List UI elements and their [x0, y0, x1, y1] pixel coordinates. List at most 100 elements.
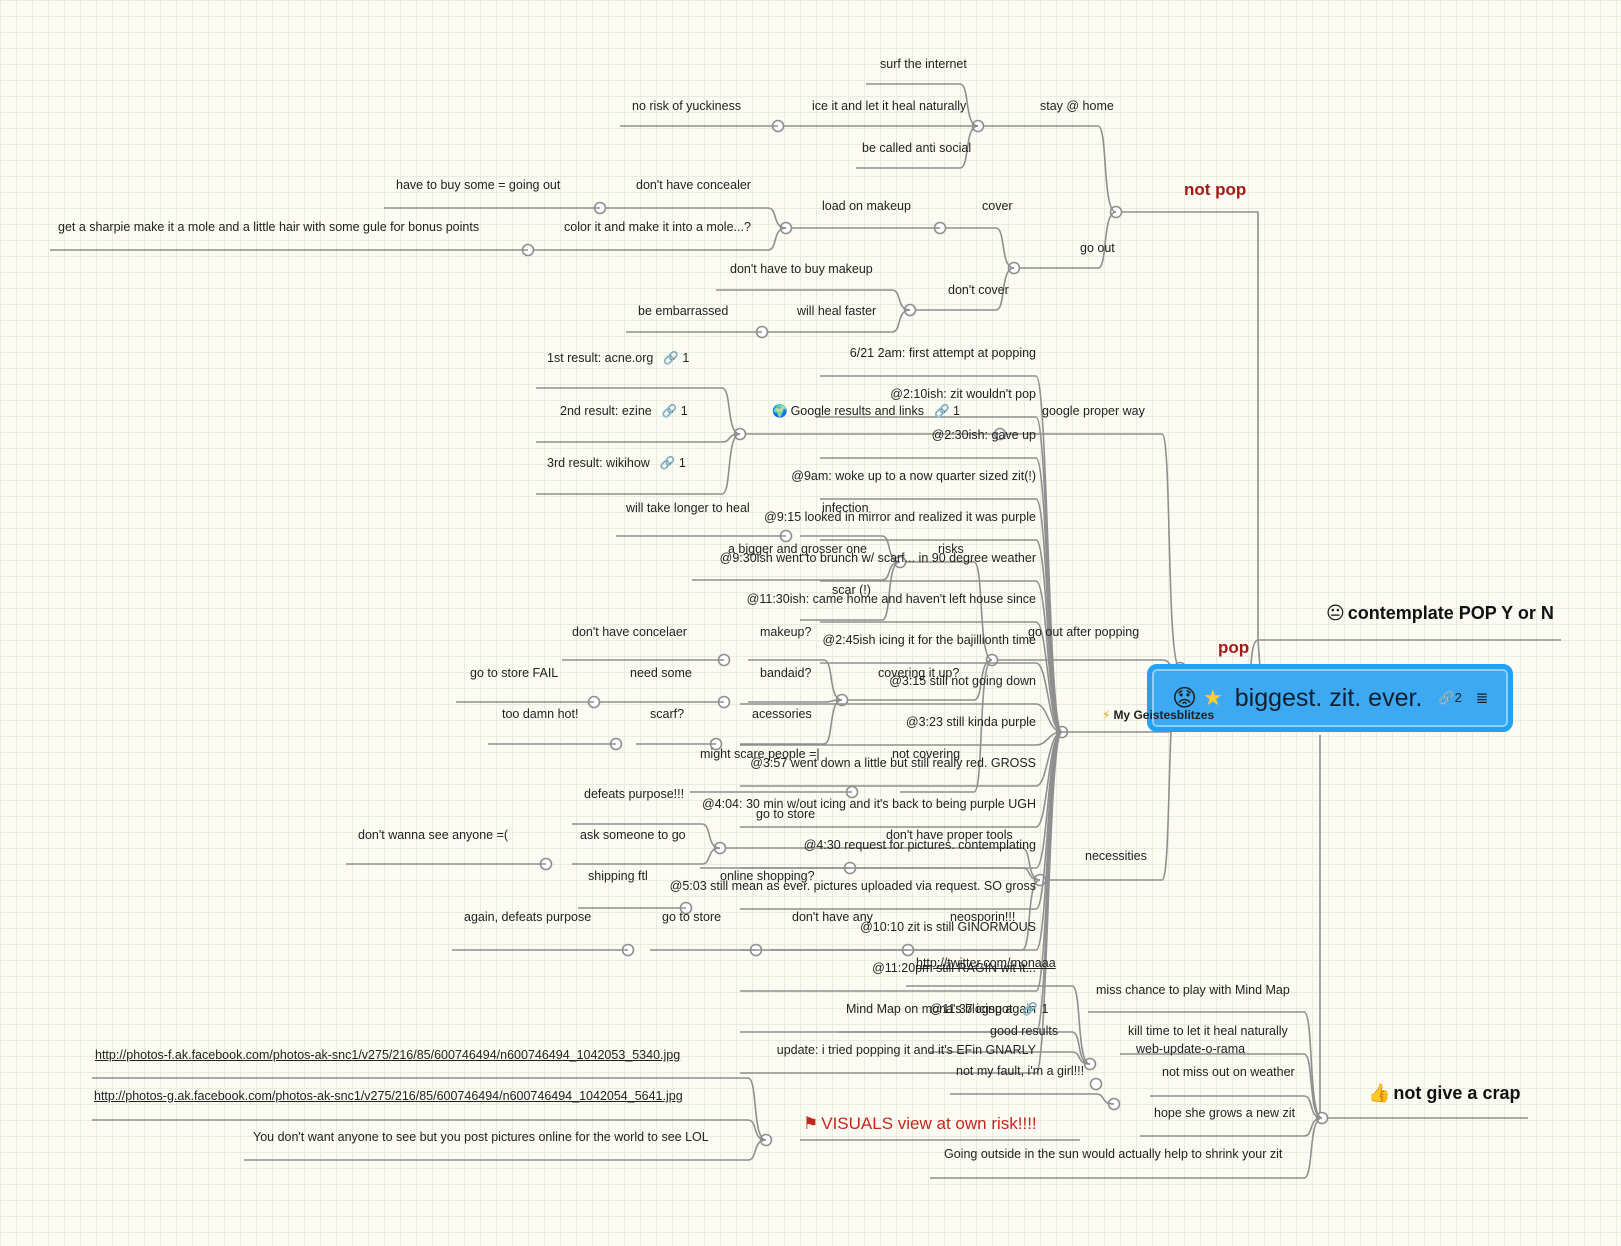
connector — [820, 662, 1063, 733]
timeline-item[interactable]: 6/21 2am: first attempt at popping — [849, 346, 1036, 360]
photo-link-1[interactable]: http://photos-f.ak.facebook.com/photos-a… — [95, 1048, 681, 1062]
topic-heal-faster[interactable]: will heal faster — [797, 304, 877, 318]
not-give-item[interactable]: Going outside in the sun would actually … — [944, 1147, 1283, 1161]
topic-risks[interactable]: risks — [938, 542, 964, 556]
topic-sharpie[interactable]: get a sharpie make it a mole and a littl… — [58, 220, 480, 234]
timeline-item[interactable]: @2:30ish: gave up — [931, 428, 1036, 442]
timeline-item[interactable]: @9:30ish went to brunch w/ scarf... in 9… — [719, 551, 1036, 565]
topic-accessories[interactable]: acessories — [752, 707, 812, 721]
timeline-item[interactable]: @11:37 icing again — [929, 1002, 1036, 1016]
timeline-item[interactable]: @9am: woke up to a now quarter sized zit… — [791, 469, 1036, 483]
topic-cover[interactable]: cover — [982, 199, 1013, 213]
topic-scarf[interactable]: scarf? — [650, 707, 685, 721]
topic-go-to-store-2[interactable]: go to store — [662, 910, 722, 924]
topic-ice-heal[interactable]: ice it and let it heal naturally — [812, 99, 967, 113]
collapse-handle[interactable] — [1089, 1077, 1103, 1091]
branch-contemplate[interactable]: 😐contemplate POP Y or N — [1326, 602, 1554, 624]
topic-color-mole[interactable]: color it and make it into a mole...? — [564, 220, 751, 234]
timeline-item[interactable]: @5:03 still mean as ever. pictures uploa… — [669, 879, 1036, 893]
topic-neosporin[interactable]: neosporin!!! — [950, 910, 1016, 924]
branch-visuals[interactable]: ⚑VISUALS view at own risk!!!! — [803, 1114, 1037, 1134]
topic-dont-wanna[interactable]: don't wanna see anyone =( — [358, 828, 509, 842]
topic-result-3[interactable]: 3rd result: wikihow🔗 1 — [547, 456, 686, 471]
topic-google-results[interactable]: 🌍Google results and links🔗 1 — [772, 404, 960, 419]
topic-go-out[interactable]: go out — [1080, 241, 1115, 255]
connector — [856, 125, 979, 169]
topic-again-defeats[interactable]: again, defeats purpose — [464, 910, 592, 924]
topic-necessities[interactable]: necessities — [1085, 849, 1147, 863]
topic-result-2[interactable]: 2nd result: ezine🔗 1 — [560, 404, 688, 419]
not-give-item[interactable]: not miss out on weather — [1162, 1065, 1295, 1079]
topic-infection[interactable]: infection — [822, 501, 869, 515]
topic-lol[interactable]: You don't want anyone to see but you pos… — [253, 1130, 709, 1144]
topic-good-results[interactable]: good results — [990, 1024, 1059, 1038]
timeline-item[interactable]: @11:30ish: came home and haven't left ho… — [746, 592, 1036, 606]
timeline-item[interactable]: @4:04: 30 min w/out icing and it's back … — [701, 797, 1036, 811]
link-count-badge[interactable]: 🔗 1 — [663, 351, 689, 365]
topic-bandaid[interactable]: bandaid? — [760, 666, 812, 680]
topic-mindmap-blog[interactable]: Mind Map on mona's blogspot🔗 1 — [846, 1002, 1048, 1017]
link-count-badge[interactable]: 🔗 1 — [662, 404, 688, 418]
topic-defeats-purpose[interactable]: defeats purpose!!! — [584, 787, 685, 801]
not-give-item[interactable]: hope she grows a new zit — [1154, 1106, 1296, 1120]
photo-link-2[interactable]: http://photos-g.ak.facebook.com/photos-a… — [94, 1089, 683, 1103]
branch-pop[interactable]: pop — [1218, 638, 1250, 657]
topic-no-concelaer[interactable]: don't have concelaer — [572, 625, 687, 639]
topic-dont-have-any[interactable]: don't have any — [792, 910, 873, 924]
topic-surf-internet[interactable]: surf the internet — [880, 57, 967, 71]
link-count-badge[interactable]: 🔗2 — [1438, 690, 1461, 706]
topic-longer-heal[interactable]: will take longer to heal — [626, 501, 750, 515]
branch-geistesblitzes[interactable]: ⚡My Geistesblitzes — [1102, 708, 1214, 723]
topic-anti-social[interactable]: be called anti social — [862, 141, 972, 155]
timeline-item[interactable]: @11:20pm still RAGIN wit it... — [872, 961, 1036, 975]
topic-go-to-store[interactable]: go to store — [756, 807, 816, 821]
topic-buy-some[interactable]: have to buy some = going out — [396, 178, 561, 192]
timeline-item[interactable]: @3:23 still kinda purple — [905, 715, 1036, 729]
timeline-item[interactable]: @4:30 request for pictures. contemplatin… — [803, 838, 1036, 852]
topic-no-concealer[interactable]: don't have concealer — [636, 178, 751, 192]
topic-makeup-q[interactable]: makeup? — [760, 625, 812, 639]
topic-embarrassed[interactable]: be embarrassed — [638, 304, 729, 318]
central-topic[interactable]: 😟 ★ biggest. zit. ever. 🔗2 ≣ — [1147, 664, 1513, 732]
link-count-badge[interactable]: 🔗 1 — [660, 456, 686, 470]
topic-result-1[interactable]: 1st result: acne.org🔗 1 — [547, 351, 689, 366]
link-count-badge[interactable]: 🔗 1 — [1022, 1002, 1048, 1016]
timeline-item[interactable]: @2:10ish: zit wouldn't pop — [890, 387, 1036, 401]
topic-need-some[interactable]: need some — [630, 666, 692, 680]
topic-stay-home[interactable]: stay @ home — [1040, 99, 1114, 113]
topic-covering-up[interactable]: covering it up? — [878, 666, 960, 680]
topic-go-out-after-popping[interactable]: go out after popping — [1028, 625, 1140, 639]
topic-store-fail[interactable]: go to store FAIL — [470, 666, 559, 680]
timeline-item[interactable]: @10:10 zit is still GINORMOUS — [860, 920, 1036, 934]
topic-load-makeup[interactable]: load on makeup — [822, 199, 911, 213]
timeline-item[interactable]: update: i tried popping it and it's EFin… — [776, 1043, 1036, 1057]
timeline-item[interactable]: @2:45ish icing it for the bajillionth ti… — [822, 633, 1037, 647]
topic-not-my-fault[interactable]: not my fault, i'm a girl!!! — [956, 1064, 1085, 1078]
topic-shipping[interactable]: shipping ftl — [588, 869, 648, 883]
topic-too-hot[interactable]: too damn hot! — [502, 707, 579, 721]
notes-icon[interactable]: ≣ — [1475, 690, 1489, 707]
topic-web-update[interactable]: web-update-o-rama — [1136, 1042, 1246, 1056]
timeline-item[interactable]: @9:15 looked in mirror and realized it w… — [764, 510, 1036, 524]
link-count-badge[interactable]: 🔗 1 — [934, 404, 960, 418]
branch-not-pop[interactable]: not pop — [1184, 180, 1247, 199]
topic-no-risk[interactable]: no risk of yuckiness — [632, 99, 742, 113]
not-give-item[interactable]: miss chance to play with Mind Map — [1096, 983, 1290, 997]
topic-online-shopping[interactable]: online shopping? — [720, 869, 815, 883]
topic-google-proper-way[interactable]: google proper way — [1042, 404, 1145, 418]
topic-scare-people[interactable]: might scare people =| — [700, 747, 820, 761]
branch-not-give-a-crap[interactable]: 👍not give a crap — [1368, 1082, 1520, 1104]
topic-no-proper-tools[interactable]: don't have proper tools — [886, 828, 1013, 842]
topic-not-covering[interactable]: not covering — [892, 747, 961, 761]
topic-bigger-grosser[interactable]: a bigger and grosser one — [728, 542, 867, 556]
topic-ask-someone[interactable]: ask someone to go — [580, 828, 686, 842]
twitter-link[interactable]: http://twitter.com/monaaa — [916, 956, 1056, 970]
topic-dont-cover[interactable]: don't cover — [948, 283, 1009, 297]
topic-scar[interactable]: scar (!) — [832, 583, 871, 597]
timeline-item[interactable]: @3:57 went down a little but still reall… — [750, 756, 1036, 770]
timeline-item[interactable]: @3:15 still not going down — [889, 674, 1036, 688]
not-give-item[interactable]: kill time to let it heal naturally — [1128, 1024, 1288, 1038]
link-count: 1 — [1041, 1002, 1049, 1016]
topic-no-buy-makeup[interactable]: don't have to buy makeup — [730, 262, 873, 276]
